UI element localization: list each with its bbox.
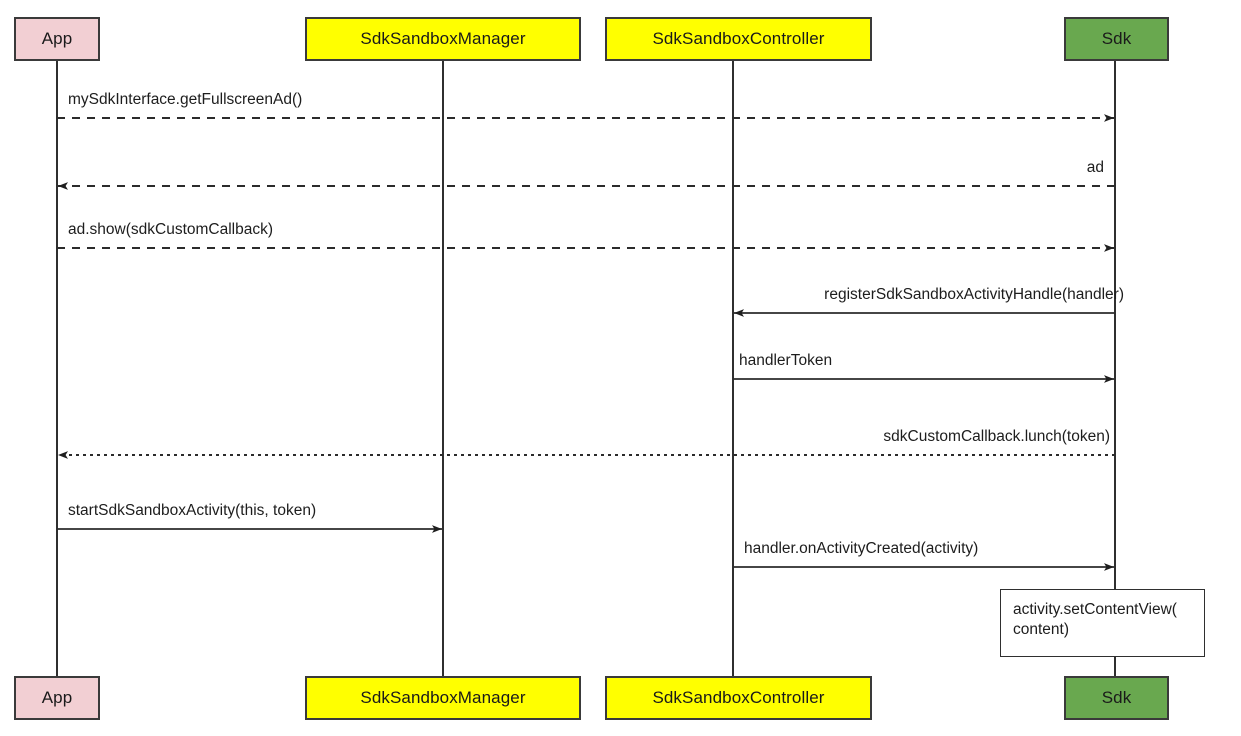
note-note1: activity.setContentView( content)	[1000, 589, 1205, 657]
participant-label: SdkSandboxManager	[360, 29, 526, 48]
message-label-m1: mySdkInterface.getFullscreenAd()	[68, 91, 303, 108]
participant-label: Sdk	[1101, 29, 1132, 48]
message-label-m3: ad.show(sdkCustomCallback)	[68, 221, 274, 238]
participant-controller-bottom: SdkSandboxController	[605, 676, 872, 720]
message-label-m8: handler.onActivityCreated(activity)	[744, 540, 979, 557]
participant-label: SdkSandboxController	[652, 688, 825, 707]
message-lines-group	[57, 114, 1115, 571]
note-line: activity.setContentView(	[1013, 601, 1177, 618]
message-label-m5: handlerToken	[739, 352, 833, 369]
participant-label: SdkSandboxController	[652, 29, 825, 48]
participant-sdk-top: Sdk	[1064, 17, 1169, 61]
message-label-m7: startSdkSandboxActivity(this, token)	[68, 502, 317, 519]
participant-sdk-bottom: Sdk	[1064, 676, 1169, 720]
lifelines-group	[56, 61, 1116, 676]
participant-manager-top: SdkSandboxManager	[305, 17, 581, 61]
message-label-m6: sdkCustomCallback.lunch(token)	[883, 428, 1110, 445]
participant-label: App	[41, 688, 73, 707]
participant-controller-top: SdkSandboxController	[605, 17, 872, 61]
participant-app-top: App	[14, 17, 100, 61]
participant-manager-bottom: SdkSandboxManager	[305, 676, 581, 720]
participant-app-bottom: App	[14, 676, 100, 720]
message-label-m4: registerSdkSandboxActivityHandle(handler…	[824, 286, 1124, 303]
participant-label: SdkSandboxManager	[360, 688, 526, 707]
note-line: content)	[1013, 621, 1070, 639]
participant-label: App	[41, 29, 73, 48]
message-label-m2: ad	[1086, 159, 1104, 176]
participant-label: Sdk	[1101, 688, 1132, 707]
